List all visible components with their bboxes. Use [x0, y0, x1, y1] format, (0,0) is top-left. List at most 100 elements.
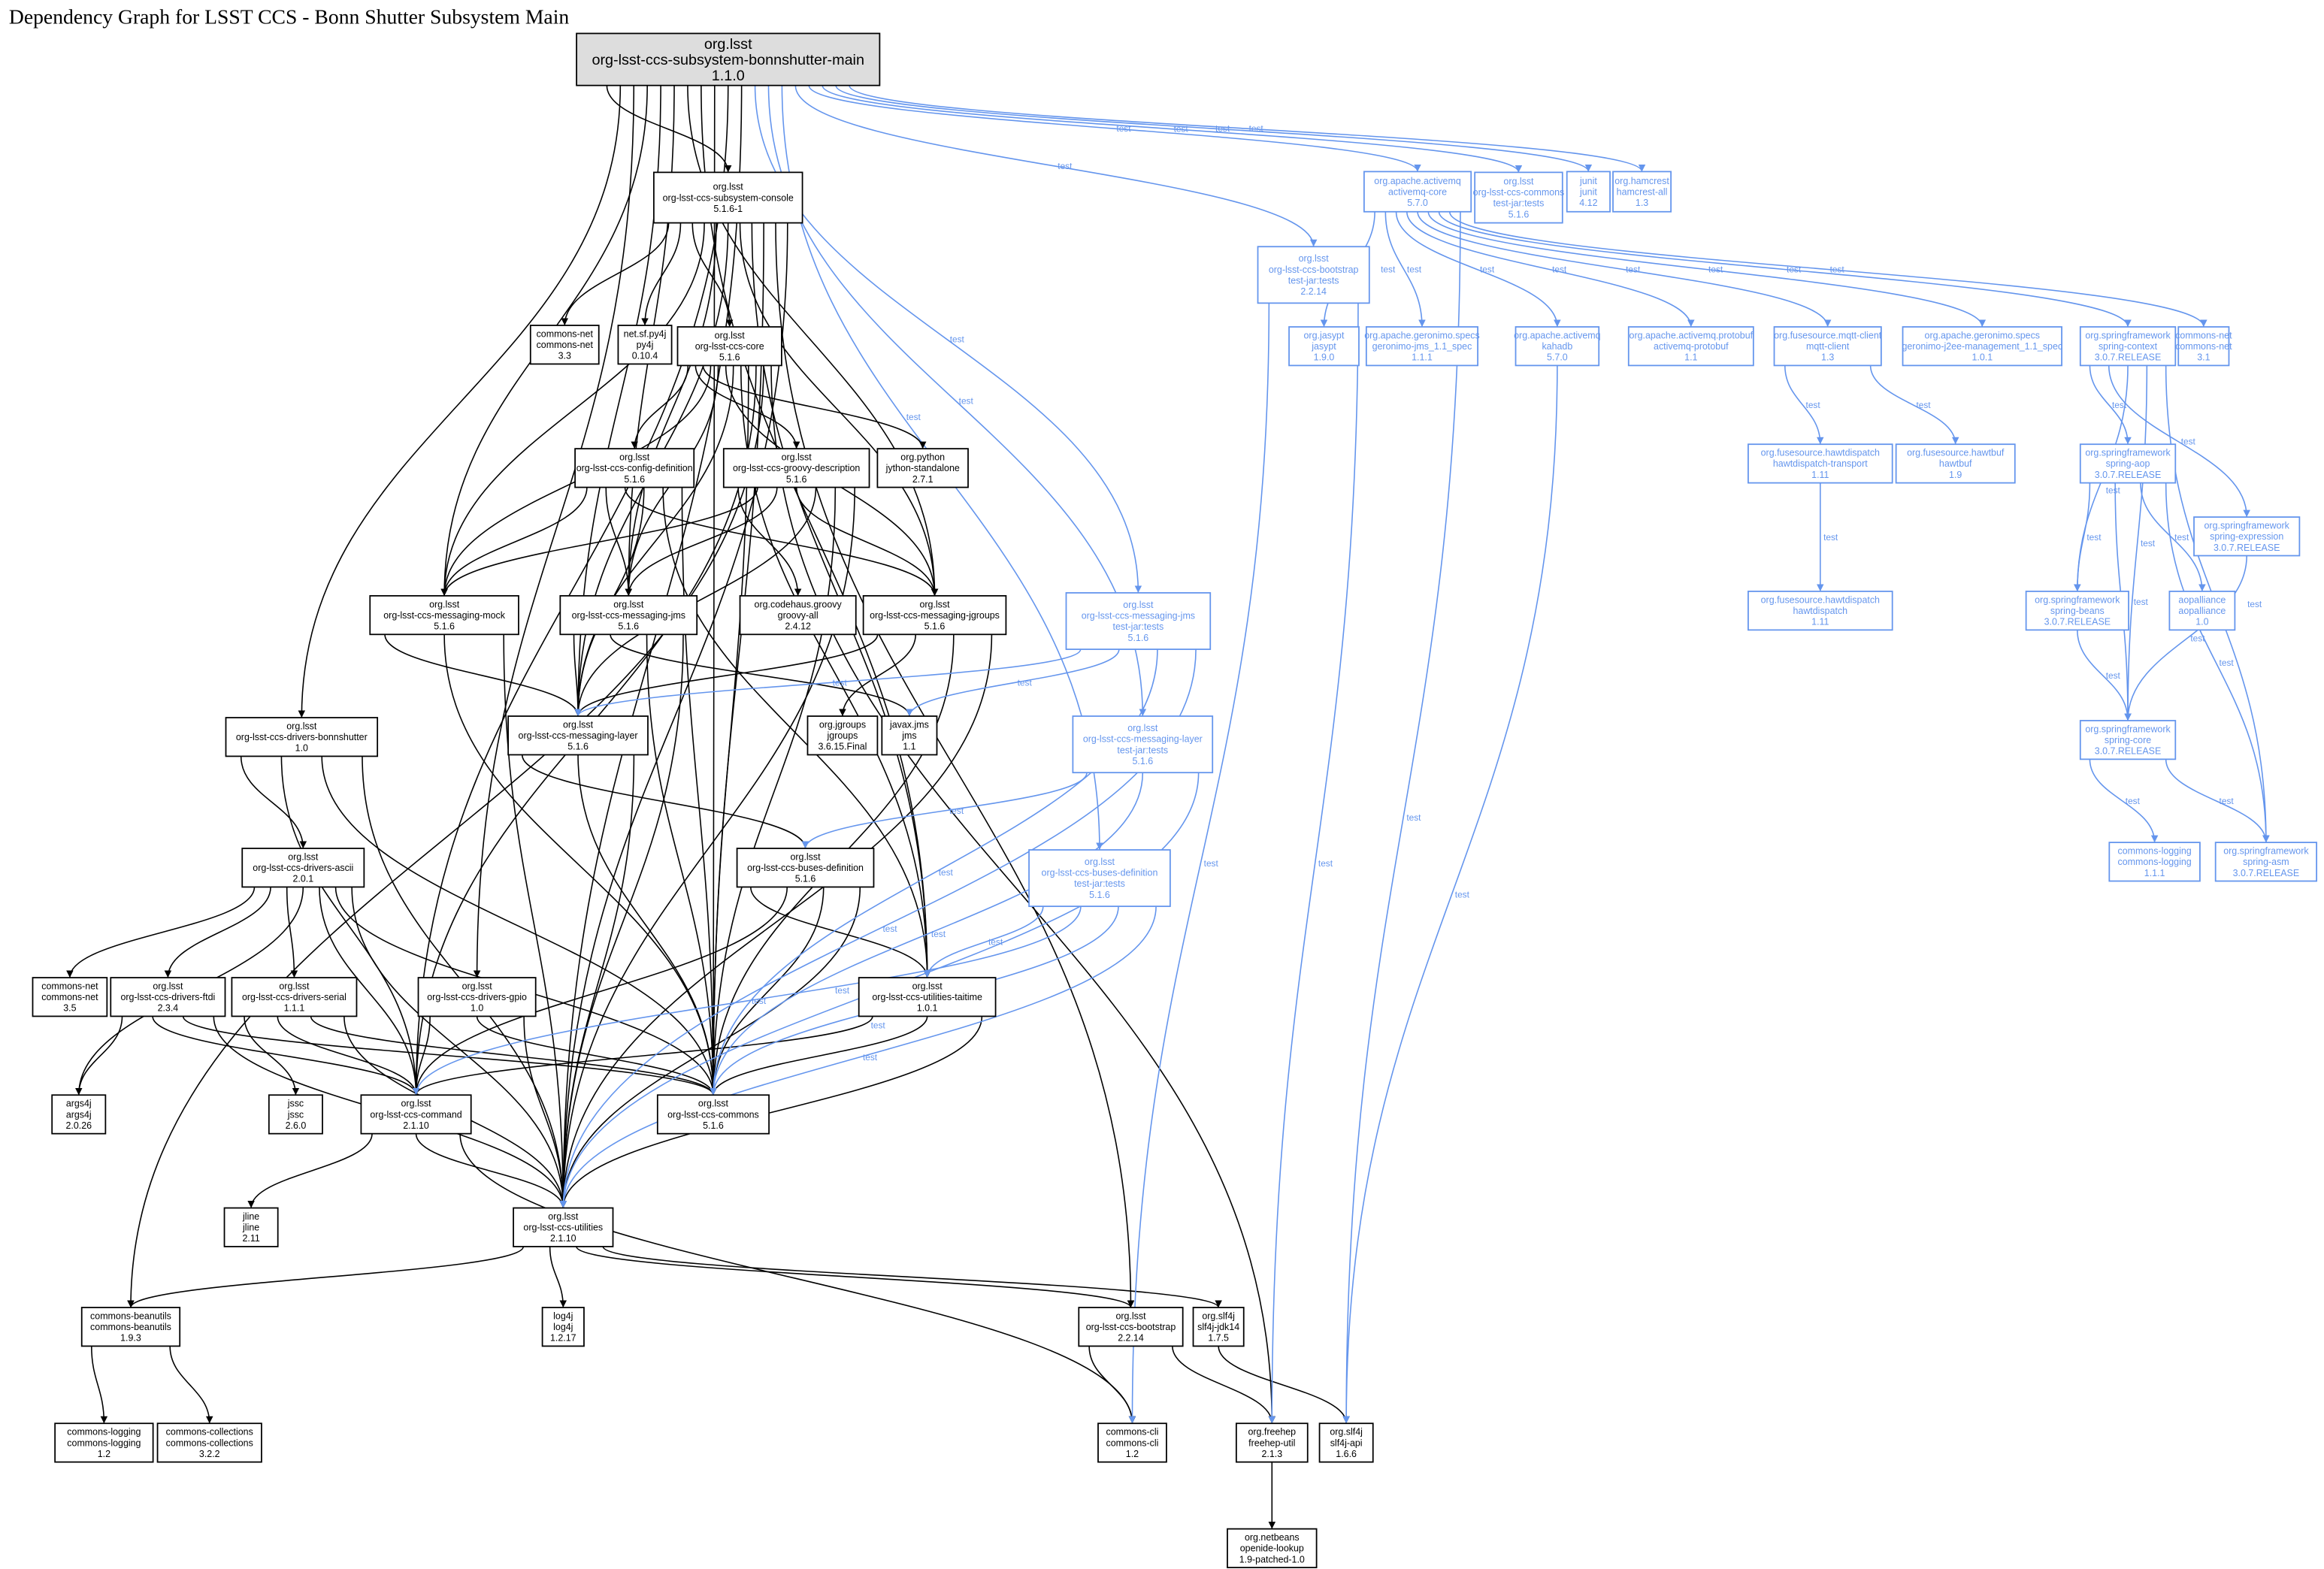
dependency-node-console[interactable]: org.lsstorg-lsst-ccs-subsystem-console5.…: [652, 171, 803, 224]
node-box: [2079, 443, 2177, 484]
dependency-node-jgroups[interactable]: org.lsstorg-lsst-ccs-messaging-jgroups5.…: [862, 594, 1007, 636]
dependency-edge-util-bootstrap: [576, 1246, 1135, 1308]
dependency-node-sasm[interactable]: org.springframeworkspring-asm3.0.7.RELEA…: [2214, 842, 2318, 882]
node-box: [722, 448, 870, 488]
dependency-node-layer[interactable]: org.lsstorg-lsst-ccs-messaging-layer5.1.…: [507, 715, 649, 756]
dependency-node-ccoll[interactable]: commons-collectionscommons-collections3.…: [156, 1422, 262, 1463]
node-artifact: log4j: [553, 1322, 573, 1332]
edge-scope-label: test: [2220, 796, 2235, 806]
node-group: org.fusesource.hawtbuf: [1907, 448, 2005, 458]
node-group: commons-collections: [166, 1427, 253, 1437]
node-group: org.lsst: [619, 452, 650, 463]
dependency-edge-root-gpio: [473, 85, 635, 978]
dependency-node-buses[interactable]: org.lsstorg-lsst-ccs-buses-definition5.1…: [736, 848, 875, 888]
dependency-node-hdtrans[interactable]: org.fusesource.hawtdispatchhawtdispatch-…: [1748, 443, 1893, 484]
dependency-edge-sctx-score: [2124, 365, 2148, 721]
dependency-node-bonndrv[interactable]: org.lsstorg-lsst-ccs-drivers-bonnshutter…: [225, 717, 379, 757]
edge-scope-label: test: [863, 1052, 878, 1063]
dependency-node-protobuf[interactable]: org.apache.activemq.protobufactivemq-pro…: [1627, 326, 1754, 367]
dependency-node-boottest[interactable]: org.lsstorg-lsst-ccs-bootstraptest-jar:t…: [1257, 246, 1370, 304]
node-version: 1.7.5: [1208, 1333, 1229, 1344]
edge-scope-label: test: [2181, 436, 2196, 446]
dependency-node-sctx[interactable]: org.springframeworkspring-context3.0.7.R…: [2079, 326, 2177, 367]
node-version: 1.0: [295, 743, 308, 754]
dependency-edge-amqcore-slfapi: [1342, 211, 1461, 1424]
edge-scope-label: test: [949, 806, 964, 816]
node-artifact: org-lsst-ccs-subsystem-bonnshutter-main: [592, 52, 864, 68]
dependency-node-commontest[interactable]: org.lsstorg-lsst-ccs-commonstest-jar:tes…: [1473, 171, 1565, 224]
node-box: [513, 1207, 614, 1247]
dependency-edge-command-cli: [459, 1133, 1136, 1424]
dependency-edge-ascii-ftdi: [164, 887, 271, 978]
dependency-node-j2ee[interactable]: org.apache.geronimo.specsgeronimo-j2ee-m…: [1902, 326, 2062, 367]
dependency-node-gerjms[interactable]: org.apache.geronimo.specsgeronimo-jms_1.…: [1364, 326, 1480, 367]
dependency-edge-core-freehep: [770, 365, 1276, 1424]
dependency-node-hd[interactable]: org.fusesource.hawtdispatchhawtdispatch1…: [1748, 591, 1893, 631]
node-group: commons-net: [2175, 330, 2232, 340]
dependency-node-root[interactable]: org.lsstorg-lsst-ccs-subsystem-bonnshutt…: [576, 32, 881, 86]
node-group: org.apache.geronimo.specs: [1925, 330, 2040, 340]
dependency-node-layertest[interactable]: org.lsstorg-lsst-ccs-messaging-layertest…: [1072, 715, 1214, 774]
node-artifact: commons-logging: [2118, 857, 2192, 867]
node-version: 3.2.2: [199, 1449, 220, 1459]
dependency-node-sbeans[interactable]: org.springframeworkspring-beans3.0.7.REL…: [2025, 591, 2129, 631]
node-group: log4j: [553, 1311, 573, 1321]
dependency-node-groovy[interactable]: org.lsstorg-lsst-ccs-groovy-description5…: [722, 448, 870, 488]
dependency-node-score[interactable]: org.springframeworkspring-core3.0.7.RELE…: [2079, 720, 2177, 760]
dependency-edge-sexpr-score: [2124, 555, 2247, 721]
node-version: 5.1.6-1: [713, 204, 743, 214]
node-group: org.lsst: [1299, 253, 1330, 264]
edge-scope-label: test: [752, 996, 767, 1006]
dependency-node-openide[interactable]: org.netbeansopenide-lookup1.9-patched-1.…: [1227, 1528, 1318, 1568]
dependency-node-taitime[interactable]: org.lsstorg-lsst-ccs-utilities-taitime1.…: [858, 977, 997, 1017]
dependency-edge-beanutils-ccoll: [169, 1346, 213, 1424]
dependency-node-jmstest[interactable]: org.lsstorg-lsst-ccs-messaging-jmstest-j…: [1065, 592, 1212, 650]
dependency-node-cfgdef[interactable]: org.lsstorg-lsst-ccs-config-definition5.…: [574, 448, 695, 488]
dependency-node-sexpr[interactable]: org.springframeworkspring-expression3.0.…: [2193, 516, 2301, 557]
node-box: [369, 594, 519, 636]
dependency-node-busestest[interactable]: org.lsstorg-lsst-ccs-buses-definitiontes…: [1028, 849, 1171, 908]
node-version: 1.9: [1949, 470, 1962, 480]
dependency-node-saop[interactable]: org.springframeworkspring-aop3.0.7.RELEA…: [2079, 443, 2177, 484]
node-version: 5.1.6: [567, 742, 589, 752]
node-artifact: org-lsst-ccs-utilities-taitime: [872, 992, 982, 1002]
